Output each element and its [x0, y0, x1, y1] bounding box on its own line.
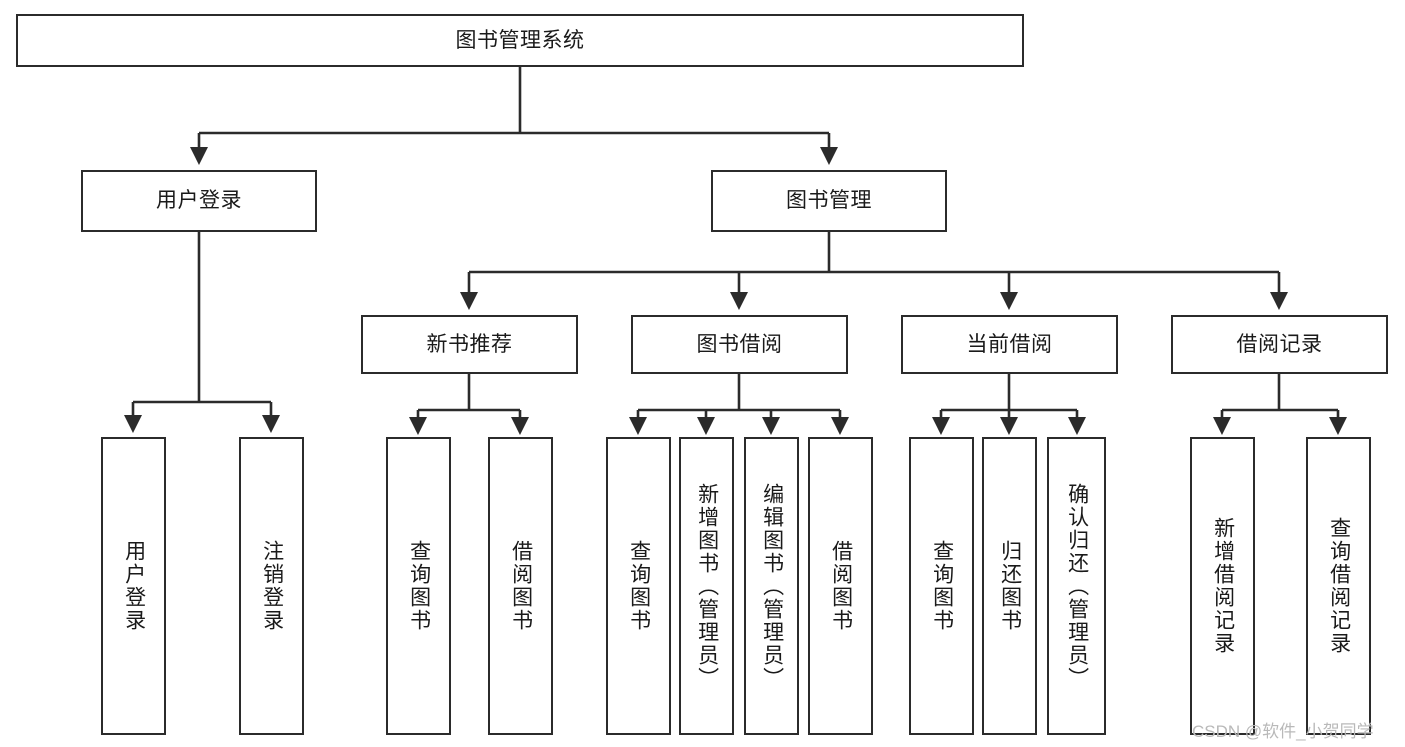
node-label: 新书推荐 — [426, 332, 513, 356]
leaf-borrow-book-2[interactable]: 借阅图书 — [808, 437, 873, 735]
leaf-add-borrow-record[interactable]: 新增借阅记录 — [1190, 437, 1255, 735]
node-label: 查询图书 — [627, 540, 651, 632]
leaf-query-book-3[interactable]: 查询图书 — [909, 437, 974, 735]
leaf-query-book-2[interactable]: 查询图书 — [606, 437, 671, 735]
leaf-add-book-admin[interactable]: 新增图书（管理员） — [679, 437, 734, 735]
node-user-login[interactable]: 用户登录 — [81, 170, 317, 232]
node-label: 当前借阅 — [966, 332, 1053, 356]
leaf-return-book[interactable]: 归还图书 — [982, 437, 1037, 735]
node-label: 用户登录 — [156, 189, 242, 213]
node-label: 编辑图书（管理员） — [760, 482, 784, 690]
node-label: 图书管理 — [786, 189, 872, 213]
leaf-logout-login[interactable]: 注销登录 — [239, 437, 304, 735]
node-book-manage[interactable]: 图书管理 — [711, 170, 947, 232]
leaf-user-login[interactable]: 用户登录 — [101, 437, 166, 735]
node-label: 用户登录 — [122, 540, 146, 632]
node-borrow-record[interactable]: 借阅记录 — [1171, 315, 1388, 374]
node-root-system[interactable]: 图书管理系统 — [16, 14, 1024, 67]
leaf-borrow-book-1[interactable]: 借阅图书 — [488, 437, 553, 735]
node-label: 借阅图书 — [829, 540, 853, 632]
leaf-query-book-1[interactable]: 查询图书 — [386, 437, 451, 735]
leaf-confirm-return-admin[interactable]: 确认归还（管理员） — [1047, 437, 1106, 735]
node-label: 查询借阅记录 — [1327, 517, 1351, 655]
node-label: 新增图书（管理员） — [695, 482, 719, 690]
node-label: 借阅记录 — [1236, 332, 1323, 356]
node-label: 新增借阅记录 — [1211, 517, 1235, 655]
node-new-book-recommend[interactable]: 新书推荐 — [361, 315, 578, 374]
node-label: 图书借阅 — [696, 332, 783, 356]
node-label: 查询图书 — [930, 540, 954, 632]
node-label: 归还图书 — [998, 540, 1022, 632]
node-book-borrow[interactable]: 图书借阅 — [631, 315, 848, 374]
node-label: 确认归还（管理员） — [1065, 482, 1089, 690]
node-label: 注销登录 — [260, 540, 284, 632]
leaf-edit-book-admin[interactable]: 编辑图书（管理员） — [744, 437, 799, 735]
leaf-query-borrow-record[interactable]: 查询借阅记录 — [1306, 437, 1371, 735]
node-current-borrow[interactable]: 当前借阅 — [901, 315, 1118, 374]
node-label: 图书管理系统 — [455, 28, 585, 52]
node-label: 借阅图书 — [509, 540, 533, 632]
node-label: 查询图书 — [407, 540, 431, 632]
